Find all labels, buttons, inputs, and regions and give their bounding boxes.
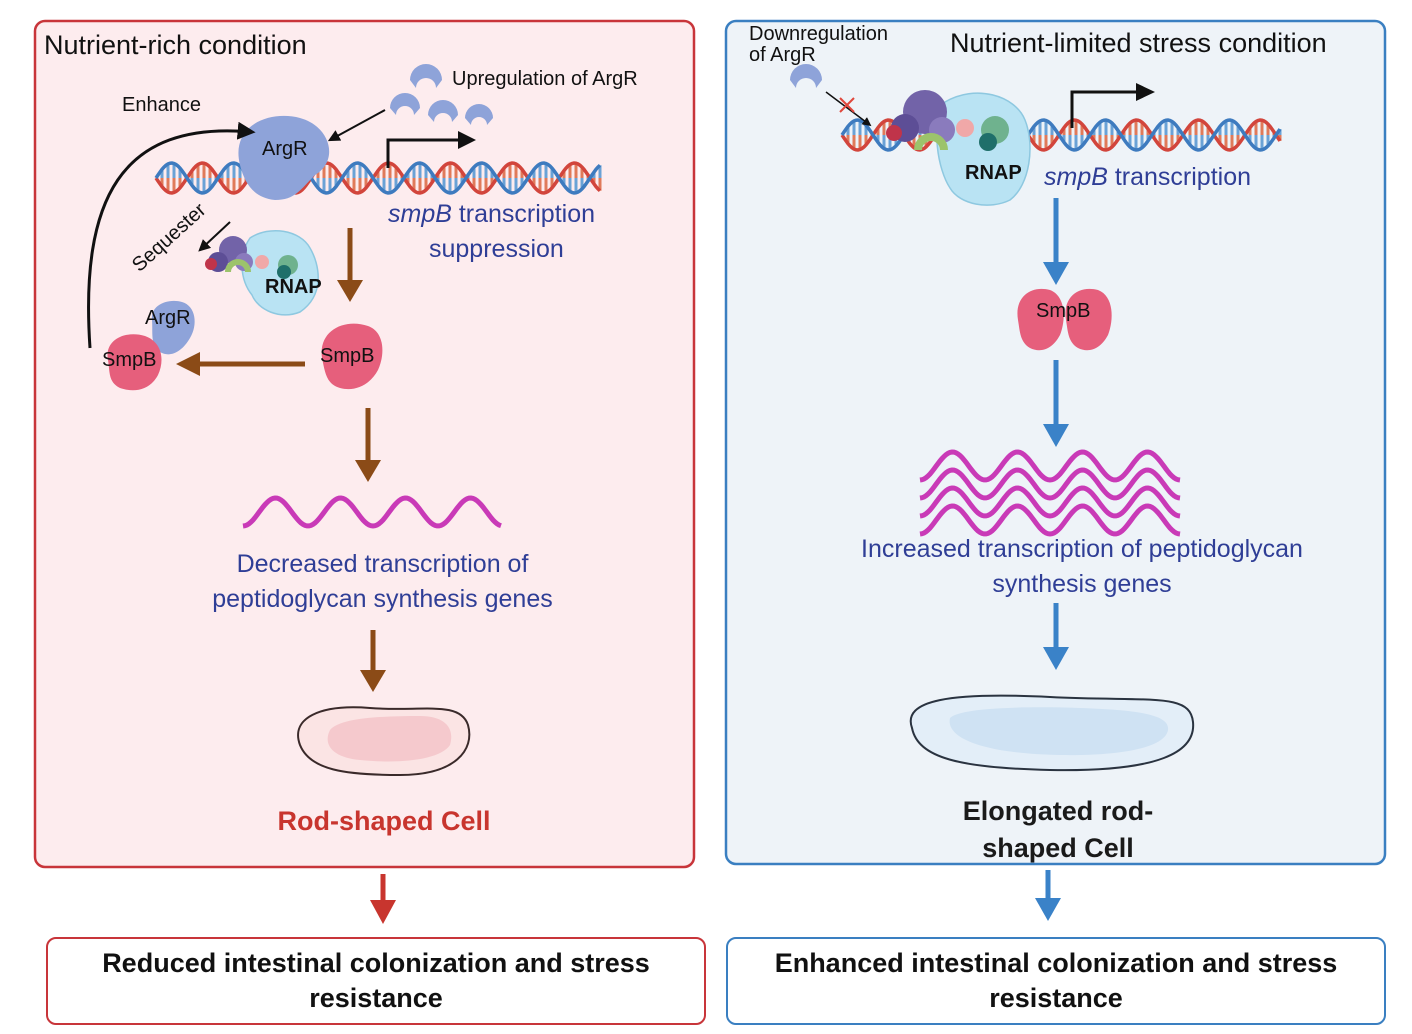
right-flow-arrow-1 bbox=[1043, 198, 1069, 285]
argr-proteins-cluster bbox=[390, 64, 493, 125]
smpb-label-left: SmpB bbox=[320, 345, 375, 367]
complex-smpb-shape bbox=[107, 334, 162, 391]
left-flow-arrow-to-complex bbox=[176, 352, 305, 376]
enhance-arrow bbox=[87, 121, 256, 349]
elongated-cell-right bbox=[909, 694, 1195, 772]
left-outcome-arrow bbox=[370, 874, 396, 924]
mrna-wave-right bbox=[919, 449, 1181, 483]
mrna-wave-right bbox=[919, 485, 1181, 519]
mrna-wave-right bbox=[919, 503, 1181, 537]
rod-cell-left bbox=[297, 706, 471, 777]
argr-bound-shape bbox=[238, 115, 330, 200]
arrow-upregulation-to-argr bbox=[327, 109, 386, 142]
smpb-protein-left bbox=[321, 323, 383, 390]
right-outcome-arrow bbox=[1035, 870, 1061, 921]
blocked-arrow-right bbox=[825, 91, 872, 127]
rod-cell-label: Rod-shaped Cell bbox=[277, 806, 491, 836]
dna-helix-left bbox=[154, 161, 602, 195]
smpb-dimer-right bbox=[1017, 288, 1112, 351]
suppression-label: suppression bbox=[429, 235, 564, 263]
transcription-word-right: transcription bbox=[1107, 163, 1252, 191]
elongated-cell-line-1: Elongated rod- bbox=[962, 796, 1154, 826]
mrna-wave-left bbox=[242, 495, 502, 529]
downregulation-line-1: Downregulation bbox=[749, 23, 888, 45]
upregulation-label: Upregulation of ArgR bbox=[452, 68, 638, 90]
complex-argr-shape bbox=[151, 300, 195, 355]
right-outcome-box: Enhanced intestinal colonization and str… bbox=[726, 937, 1386, 1025]
enhance-label: Enhance bbox=[122, 94, 201, 116]
left-flow-arrow-2 bbox=[355, 408, 381, 482]
rnap-complex-left bbox=[205, 230, 319, 316]
complex-smpb-label: SmpB bbox=[102, 349, 157, 371]
promoter-arrow-right bbox=[1070, 90, 1138, 128]
promoter-arrow-left bbox=[386, 138, 460, 168]
smpb-transcription-label-left: smpB transcription bbox=[388, 200, 595, 229]
argr-bound-label: ArgR bbox=[262, 138, 308, 160]
promoter-arrowhead-left bbox=[458, 131, 476, 149]
decreased-line-2: peptidoglycan synthesis genes bbox=[212, 585, 553, 613]
mrna-waves-right bbox=[919, 449, 1181, 537]
smpb-transcription-label-right: smpB transcription bbox=[1044, 163, 1251, 192]
right-flow-arrow-3 bbox=[1043, 603, 1069, 670]
smpb-gene-right: smpB bbox=[1044, 163, 1108, 191]
increased-line-2: synthesis genes bbox=[992, 570, 1172, 598]
rnap-complex-right bbox=[886, 90, 1031, 206]
increased-line-1: Increased transcription of peptidoglycan bbox=[861, 535, 1303, 563]
elongated-cell-line-2: shaped Cell bbox=[982, 833, 1134, 863]
complex-argr-label: ArgR bbox=[145, 307, 191, 329]
block-cross-icon bbox=[839, 97, 855, 113]
left-panel bbox=[33, 19, 696, 869]
right-panel-title: Nutrient-limited stress condition bbox=[950, 28, 1327, 58]
right-flow-arrow-2 bbox=[1043, 360, 1069, 447]
decreased-line-1: Decreased transcription of bbox=[236, 550, 529, 578]
left-flow-arrow-3 bbox=[360, 630, 386, 692]
argr-protein-right bbox=[790, 64, 822, 88]
left-flow-arrow-1 bbox=[337, 228, 363, 302]
rnap-label-right: RNAP bbox=[965, 162, 1022, 184]
smpb-gene-left: smpB bbox=[388, 200, 452, 228]
smpb-label-right: SmpB bbox=[1036, 300, 1091, 322]
left-panel-title: Nutrient-rich condition bbox=[44, 30, 307, 60]
promoter-arrowhead-right bbox=[1136, 83, 1155, 101]
downregulation-line-2: of ArgR bbox=[749, 44, 816, 66]
transcription-word-left: transcription bbox=[451, 200, 596, 228]
rnap-label-left: RNAP bbox=[265, 276, 322, 298]
mrna-wave-right bbox=[919, 467, 1181, 501]
left-outcome-box: Reduced intestinal colonization and stre… bbox=[46, 937, 706, 1025]
sequester-arrow bbox=[198, 221, 231, 252]
